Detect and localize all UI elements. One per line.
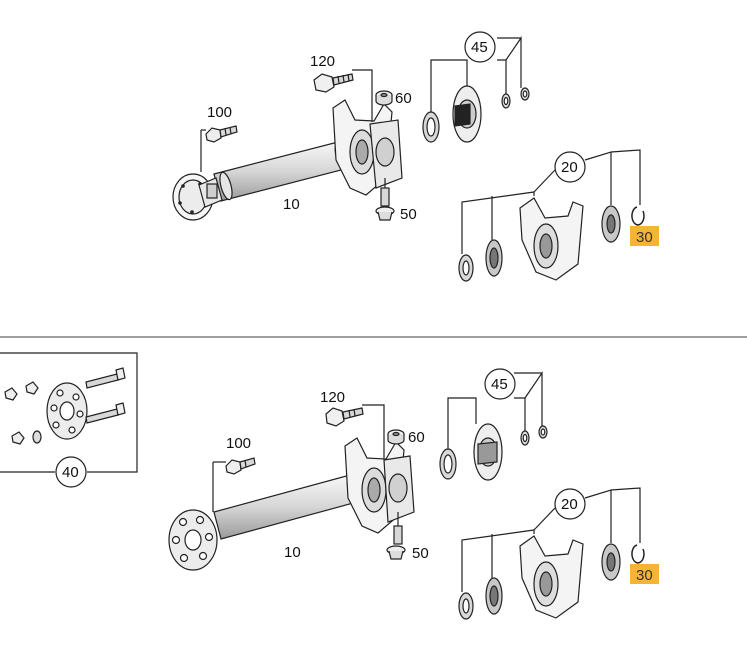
lower-label-45: 45 [491,376,508,393]
upper-label-45: 45 [471,39,488,56]
upper-bearing-kit-20[interactable] [458,149,641,282]
lower-label-30: 30 [636,567,653,584]
lower-snap-ring-30[interactable] [630,544,659,584]
upper-label-100: 100 [207,104,232,121]
upper-label-20: 20 [561,159,578,176]
lower-label-100: 100 [226,435,251,452]
lower-propeller-shaft[interactable] [168,473,363,571]
lower-bolt-50[interactable] [386,512,406,560]
upper-snap-ring-30[interactable] [630,206,659,246]
lower-callout-45-circle [484,368,516,400]
lower-bolt-120[interactable] [325,404,385,458]
upper-bolt-100[interactable] [200,125,238,172]
lower-label-120: 120 [320,389,345,406]
upper-label-60: 60 [395,90,412,107]
lower-highlight-30 [630,564,659,584]
lower-center-bearing-carrier[interactable] [344,437,415,534]
lower-label-60: 60 [408,429,425,446]
lower-label-20: 20 [561,496,578,513]
lower-label-40: 40 [62,464,79,481]
upper-bolt-120[interactable] [313,69,373,122]
lower-label-10: 10 [284,544,301,561]
lower-hub-kit-45[interactable] [439,371,548,481]
upper-callout-45-circle [464,31,496,63]
upper-highlight-30 [630,226,659,246]
lower-label-50: 50 [412,545,429,562]
upper-label-30: 30 [636,229,653,246]
upper-hub-kit-45[interactable] [422,36,530,143]
upper-assembly [172,31,659,282]
lower-labels: 120 60 100 10 50 45 20 40 30 [62,376,653,584]
upper-label-120: 120 [310,53,335,70]
upper-label-10: 10 [283,196,300,213]
lower-assembly [0,352,659,620]
lower-bearing-kit-20[interactable] [458,487,641,620]
lower-flex-disc-kit-40[interactable] [0,352,138,473]
upper-propeller-shaft[interactable] [172,140,351,221]
upper-label-50: 50 [400,206,417,223]
upper-bolt-50[interactable] [375,178,395,221]
upper-washer-60[interactable] [375,90,393,106]
lower-callout-20-circle [554,488,586,520]
lower-callout-40-circle [55,456,87,488]
lower-washer-60[interactable] [387,429,405,445]
lower-bolt-100[interactable] [212,457,256,512]
upper-labels: 120 60 100 10 50 45 20 30 [207,39,653,246]
upper-callout-20-circle [554,151,586,183]
upper-center-bearing-carrier[interactable] [332,99,403,196]
